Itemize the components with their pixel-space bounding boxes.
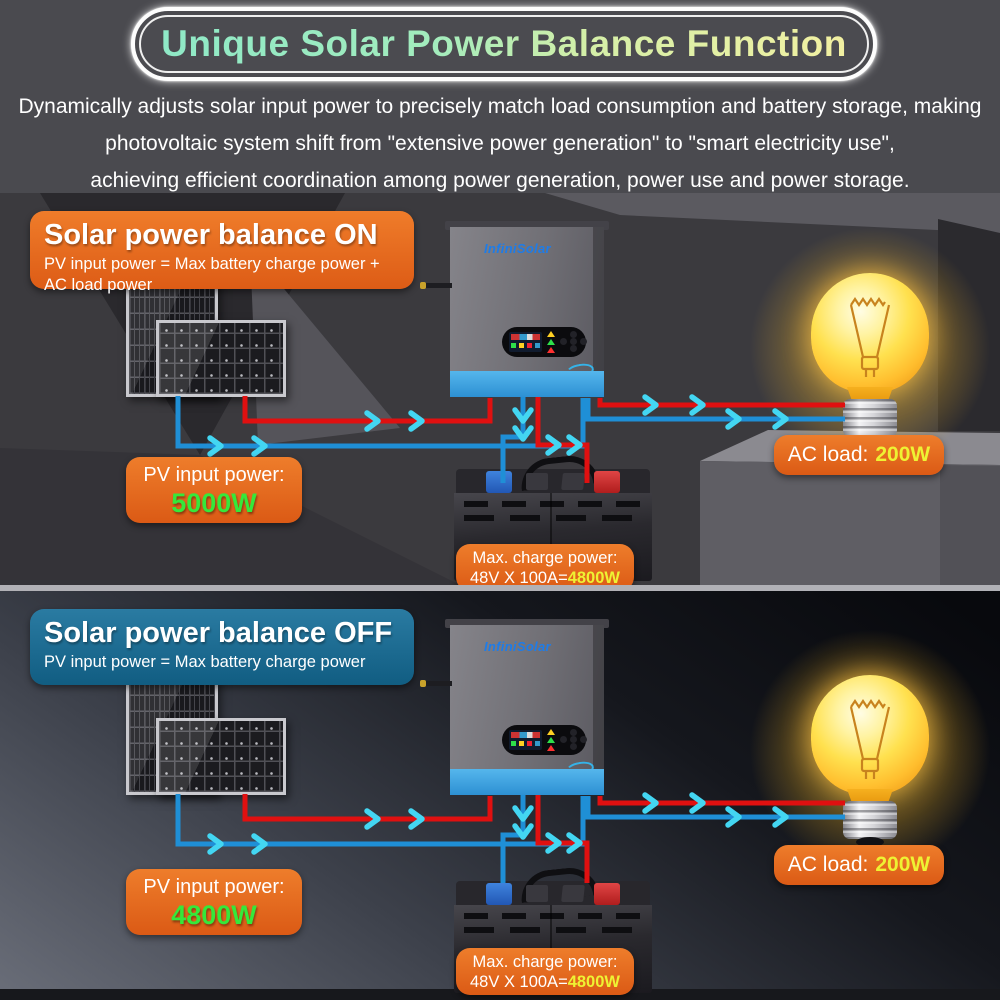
solar-panel-icon xyxy=(156,718,286,795)
inverter-display xyxy=(502,327,586,357)
inverter-blue-band xyxy=(450,769,604,795)
inverter-brand-logo: InfiniSolar xyxy=(484,241,551,256)
inverter-led-indicators xyxy=(547,729,555,751)
inverter-buttons xyxy=(560,338,567,345)
intro-line-1: Dynamically adjusts solar input power to… xyxy=(18,95,982,118)
solar-panel-icon xyxy=(156,320,286,397)
battery-vents xyxy=(464,927,642,933)
battery-vents xyxy=(464,913,642,919)
light-bulb-icon xyxy=(745,625,995,875)
charge-power-value: 4800W xyxy=(567,568,620,585)
inverter-icon: InfiniSolar xyxy=(420,619,609,795)
light-bulb-icon xyxy=(745,223,995,473)
ac-load-value: 200W xyxy=(875,443,931,466)
bulb-screw-base xyxy=(843,399,897,437)
ac-load-label: AC load: xyxy=(787,443,869,466)
battery-vents xyxy=(464,501,642,507)
scene-on-header: Solar power balance ON PV input power = … xyxy=(30,211,414,294)
scene-on-subtitle: PV input power = Max battery charge powe… xyxy=(44,255,380,294)
battery-positive-terminal xyxy=(594,471,620,493)
bulb-globe xyxy=(811,675,929,795)
pv-power-value: 4800W xyxy=(171,900,257,930)
inverter-shade xyxy=(593,625,604,773)
bulb-contact-tip xyxy=(856,837,884,847)
battery-negative-terminal xyxy=(486,471,512,493)
top-section: Unique Solar Power Balance Function Dyna… xyxy=(0,0,1000,193)
intro-line-2: photovoltaic system shift from "extensiv… xyxy=(105,132,895,155)
bulb-screw-base xyxy=(843,801,897,839)
inverter-top-cap xyxy=(445,221,609,230)
bulb-neck xyxy=(847,387,893,401)
scene-balance-off: InfiniSolar xyxy=(0,591,1000,1000)
pv-power-value: 5000W xyxy=(171,488,257,518)
pv-power-badge: PV input power: 5000W xyxy=(126,457,302,523)
battery-cap xyxy=(526,885,548,902)
pv-red-wire xyxy=(242,396,493,424)
inverter-buttons xyxy=(560,736,567,743)
pv-red-wire xyxy=(242,794,493,822)
intro-line-3: achieving efficient coordination among p… xyxy=(90,169,910,192)
ac-load-value: 200W xyxy=(875,853,931,876)
inverter-lcd-screen xyxy=(509,332,542,352)
inverter-body: InfiniSolar xyxy=(450,625,604,779)
charge-power-value: 4800W xyxy=(567,972,620,991)
flow-arrows xyxy=(210,795,786,852)
flow-arrows xyxy=(210,397,786,454)
charge-power-badge: Max. charge power: 48V X 100A=4800W xyxy=(456,948,634,995)
bulb-filament xyxy=(849,699,891,779)
banner-title: Unique Solar Power Balance Function xyxy=(161,23,847,64)
charge-power-label: Max. charge power: xyxy=(472,549,618,567)
banner: Unique Solar Power Balance Function xyxy=(131,7,877,81)
inverter-shade xyxy=(593,227,604,375)
battery-cap xyxy=(561,885,585,902)
charge-power-label: Max. charge power: xyxy=(472,953,618,971)
inverter-icon: InfiniSolar xyxy=(420,221,609,397)
bulb-globe xyxy=(811,273,929,393)
pv-blue-wire xyxy=(175,794,586,847)
scene-on-title: Solar power balance ON xyxy=(44,219,378,251)
bulb-neck xyxy=(847,789,893,803)
charge-power-formula: 48V X 100A= xyxy=(470,972,568,991)
inverter-display xyxy=(502,725,586,755)
pv-power-label: PV input power: xyxy=(143,464,285,486)
charge-power-formula: 48V X 100A= xyxy=(470,568,568,585)
inverter-blue-band xyxy=(450,371,604,397)
inverter-top-cap xyxy=(445,619,609,628)
scene-balance-on: InfiniSolar xyxy=(0,193,1000,585)
inverter-antenna xyxy=(420,680,452,687)
inverter-lcd-screen xyxy=(509,730,542,750)
battery-vents xyxy=(464,515,642,521)
battery-cap xyxy=(526,473,548,490)
pv-blue-wire xyxy=(175,396,586,449)
battery-positive-terminal xyxy=(594,883,620,905)
scene-off-subtitle: PV input power = Max battery charge powe… xyxy=(44,653,366,671)
pv-power-label: PV input power: xyxy=(143,876,285,898)
pv-power-badge: PV input power: 4800W xyxy=(126,869,302,935)
battery-cap xyxy=(561,473,585,490)
ac-load-label: AC load: xyxy=(787,853,869,876)
inverter-body: InfiniSolar xyxy=(450,227,604,381)
battery-blue-wire xyxy=(500,795,526,883)
ac-load-badge: AC load: 200W xyxy=(774,435,944,475)
inverter-led-indicators xyxy=(547,331,555,353)
bulb-filament xyxy=(849,297,891,377)
inverter-brand-logo: InfiniSolar xyxy=(484,639,551,654)
battery-negative-terminal xyxy=(486,883,512,905)
banner-inner-ring xyxy=(139,15,869,73)
battery-seam xyxy=(550,493,552,581)
intro-text: Dynamically adjusts solar input power to… xyxy=(0,88,1000,199)
scene-off-title: Solar power balance OFF xyxy=(44,617,393,649)
scene-divider xyxy=(0,585,1000,591)
ac-load-badge: AC load: 200W xyxy=(774,845,944,885)
inverter-antenna xyxy=(420,282,452,289)
charge-power-badge: Max. charge power: 48V X 100A=4800W xyxy=(456,544,634,585)
scene-off-header: Solar power balance OFF PV input power =… xyxy=(30,609,414,685)
